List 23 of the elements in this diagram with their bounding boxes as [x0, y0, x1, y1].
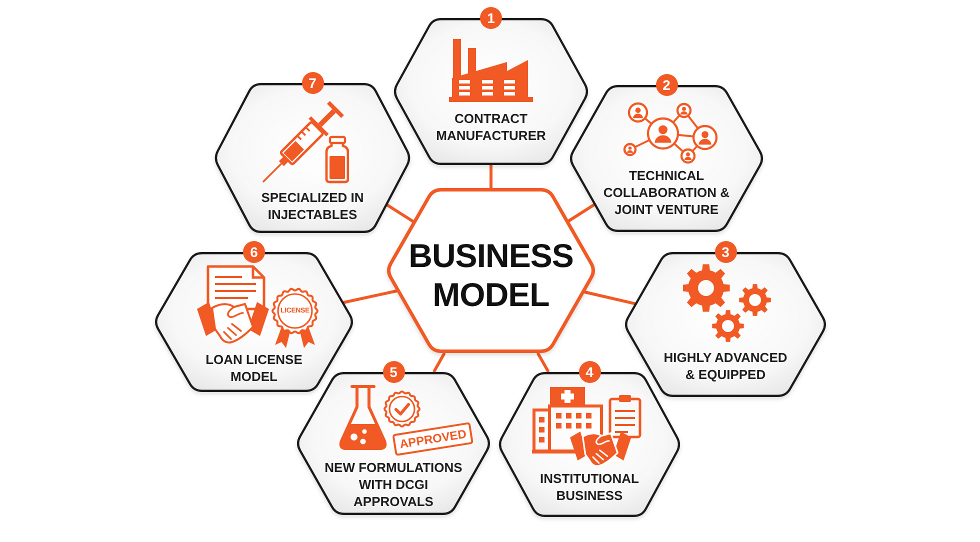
number-badge: 3	[714, 241, 736, 263]
connector-line	[343, 289, 398, 304]
number-badge: 4	[578, 361, 600, 383]
connector-line	[490, 165, 492, 188]
node-label: HIGHLY ADVANCED & EQUIPPED	[662, 349, 788, 383]
number-badge: 6	[243, 241, 265, 263]
hub-title: BUSINESS MODEL	[408, 236, 574, 314]
connector-line	[432, 352, 446, 373]
node-label: LOAN LICENSE MODEL	[204, 351, 304, 385]
hub-hexagon	[385, 188, 597, 353]
connector-line	[584, 290, 636, 306]
connector-line	[536, 352, 550, 373]
connector-line	[386, 204, 414, 223]
node-label: INSTITUTIONAL BUSINESS	[539, 470, 640, 504]
node-label: CONTRACT MANUFACTURER	[435, 110, 547, 144]
number-badge: 1	[480, 7, 502, 29]
node-label: SPECIALIZED IN INJECTABLES	[260, 189, 365, 223]
node-label: NEW FORMULATIONS WITH DCGI APPROVALS	[324, 459, 464, 510]
connector-line	[568, 203, 596, 222]
number-badge: 2	[656, 74, 678, 96]
number-badge: 7	[302, 72, 324, 94]
node-label: TECHNICAL COLLABORATION & JOINT VENTURE	[602, 167, 731, 218]
number-badge: 5	[382, 361, 404, 383]
